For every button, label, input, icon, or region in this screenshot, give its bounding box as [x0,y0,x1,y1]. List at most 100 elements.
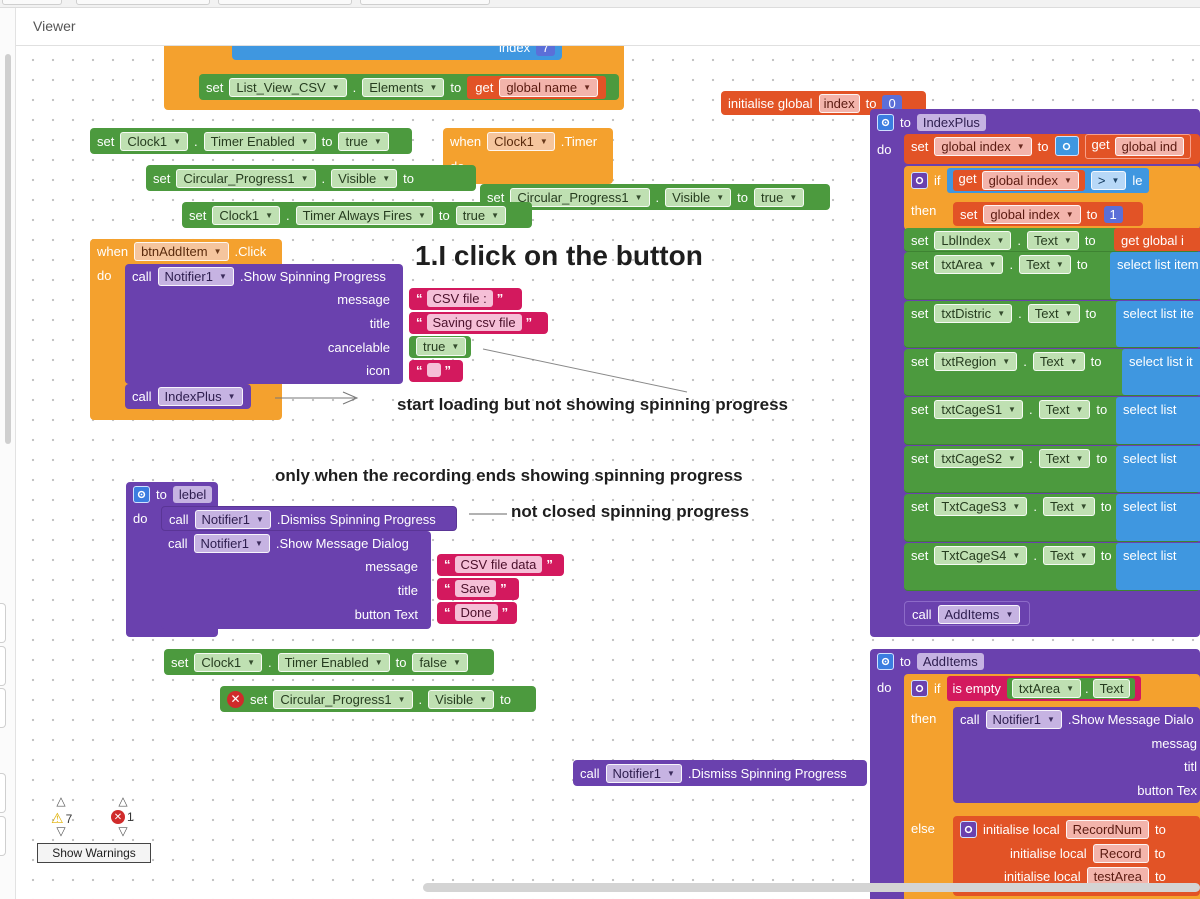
gear-icon[interactable] [877,113,894,131]
property-dropdown[interactable]: Visible▼ [331,168,398,188]
boolean-dropdown[interactable]: true▼ [416,336,467,356]
gear-icon[interactable] [960,820,977,838]
loose-dismiss-spinning-block[interactable]: call Notifier1▼ .Dismiss Spinning Progre… [573,760,867,786]
select-list-item-block[interactable]: select list [1116,397,1200,444]
operator-dropdown[interactable]: >▼ [1090,170,1127,190]
drawer-tab[interactable] [0,646,6,686]
set-component-text-block[interactable]: set TxtCageS4▼ . Text▼ to select list [904,543,1200,591]
get-variable-block[interactable]: get global name▼ [467,75,607,99]
set-circular-visible-block[interactable]: set Circular_Progress1▼ . Visible▼ to [146,165,476,191]
select-list-item-block[interactable]: select list [1116,543,1200,590]
error-icon[interactable]: ✕ [227,690,244,708]
number-value[interactable]: 1 [1103,205,1123,223]
drawer-tab[interactable] [0,816,6,856]
list-block-partial[interactable]: index 7 [232,46,562,60]
procedure-dropdown[interactable]: IndexPlus▼ [157,386,243,406]
show-message-dialog-block[interactable]: call Notifier1▼ .Show Message Dialog mes… [161,531,431,629]
initialise-local-block[interactable]: initialise local RecordNum to initialise… [953,816,1200,896]
call-additems-block[interactable]: call AddItems▼ [904,601,1030,626]
is-empty-block[interactable]: is empty txtArea▼ . Text [946,675,1142,701]
set-component-text-block[interactable]: set txtCageS1▼ . Text▼ to select list [904,397,1200,445]
set-list-view-block[interactable]: set List_View_CSV▼ . Elements▼ to get gl… [199,74,619,100]
component-dropdown[interactable]: Clock1▼ [487,131,555,151]
component-dropdown[interactable]: TxtCageS3▼ [934,496,1028,516]
button-text[interactable]: Done [454,603,498,621]
horizontal-scrollbar[interactable] [423,883,1200,892]
property-dropdown[interactable]: Text▼ [1032,351,1085,371]
procedure-dropdown[interactable]: AddItems▼ [937,604,1021,624]
boolean-dropdown[interactable]: true▼ [455,205,507,225]
gear-icon[interactable] [133,485,150,503]
component-dropdown[interactable]: Clock1▼ [120,131,189,151]
message-text[interactable]: CSV file data [454,555,543,573]
set-clock-timer-enabled-block[interactable]: set Clock1▼ . Timer Enabled▼ to true▼ [90,128,412,154]
empty-text[interactable] [426,363,441,377]
set-component-text-block[interactable]: set txtCageS2▼ . Text▼ to select list [904,446,1200,493]
component-dropdown[interactable]: btnAddItem▼ [134,241,229,261]
variable-name[interactable]: global ind [1114,136,1185,156]
text-block-dialog-button[interactable]: “Done” [437,602,517,624]
set-global-index-1-block[interactable]: set global index▼ to 1 [953,202,1143,226]
select-list-item-block[interactable]: select list [1116,494,1200,541]
set-component-text-block[interactable]: set txtDistric▼ . Text▼ to select list i… [904,301,1200,348]
set-clock-always-fires-block[interactable]: set Clock1▼ . Timer Always Fires▼ to tru… [182,202,532,228]
component-dropdown[interactable]: txtDistric▼ [934,303,1013,323]
property-dropdown[interactable]: Visible▼ [428,689,495,709]
error-up-icon[interactable]: △ [118,794,128,808]
procedure-name[interactable]: AddItems [916,652,984,670]
set-circular-visible-error-block[interactable]: ✕ set Circular_Progress1▼ . Visible▼ to [220,686,536,712]
gear-icon[interactable] [911,679,928,697]
property-dropdown[interactable]: Elements▼ [362,77,445,97]
component-dropdown[interactable]: Notifier1▼ [157,266,234,286]
blocks-workspace[interactable]: index 7 set List_View_CSV▼ . Elements▼ t… [17,46,1200,899]
property-dropdown[interactable]: Text▼ [1027,303,1080,323]
select-list-item-block[interactable]: select list item i [1110,252,1200,299]
show-warnings-button[interactable]: Show Warnings [37,843,151,863]
title-text[interactable]: Saving csv file [426,313,522,331]
boolean-dropdown[interactable]: false▼ [412,652,468,672]
component-text-block[interactable]: txtArea▼ . Text [1006,677,1136,699]
dismiss-spinning-block[interactable]: call Notifier1▼ .Dismiss Spinning Progre… [161,506,457,531]
select-list-item-block[interactable]: select list ite [1116,301,1200,347]
call-indexplus-block[interactable]: call IndexPlus▼ [125,384,251,409]
drawer-tab[interactable] [0,603,6,643]
property-name[interactable]: Text [1092,678,1131,698]
component-dropdown[interactable]: TxtCageS4▼ [934,545,1028,565]
local-variable-name[interactable]: RecordNum [1065,819,1149,839]
get-variable-block[interactable]: get global i [1114,228,1200,251]
property-dropdown[interactable]: Text▼ [1042,545,1095,565]
set-component-text-block[interactable]: set txtArea▼ . Text▼ to select list item… [904,252,1200,300]
set-component-text-block[interactable]: set txtRegion▼ . Text▼ to select list it [904,349,1200,396]
warning-down-icon[interactable]: ▽ [56,824,66,838]
warning-up-icon[interactable]: △ [56,794,66,808]
procedure-name[interactable]: IndexPlus [916,113,986,131]
message-text[interactable]: CSV file : [426,289,493,307]
gear-icon[interactable] [1054,136,1079,156]
error-down-icon[interactable]: ▽ [118,824,128,838]
variable-dropdown[interactable]: global name▼ [499,77,599,97]
property-dropdown[interactable]: Timer Always Fires▼ [295,205,433,225]
component-dropdown[interactable]: txtCageS1▼ [934,399,1023,419]
local-variable-name[interactable]: Record [1092,843,1149,863]
drawer-tab[interactable] [0,773,6,813]
component-dropdown[interactable]: Circular_Progress1▼ [176,168,316,188]
text-block-icon[interactable]: “” [409,360,463,382]
title-text[interactable]: Save [454,579,497,597]
show-message-dialog-block-2[interactable]: call Notifier1▼ .Show Message Dialo mess… [953,707,1200,803]
set-clock-enabled-false-block[interactable]: set Clock1▼ . Timer Enabled▼ to false▼ [164,649,494,675]
text-block-title[interactable]: “Saving csv file” [409,312,548,334]
gear-icon[interactable] [877,652,894,670]
component-dropdown[interactable]: Notifier1▼ [985,709,1062,729]
set-component-text-block[interactable]: set TxtCageS3▼ . Text▼ to select list [904,494,1200,542]
drawer-tab[interactable] [0,688,6,728]
index-value[interactable]: 7 [536,46,556,56]
set-circular-visible-true-block[interactable]: set Circular_Progress1▼ . Visible▼ to tr… [480,184,830,210]
local-variable-name[interactable]: testArea [1086,866,1150,886]
component-dropdown[interactable]: txtArea▼ [934,254,1004,274]
boolean-block-cancelable[interactable]: true▼ [409,336,471,358]
number-value[interactable]: 0 [882,94,902,112]
variable-dropdown[interactable]: global index▼ [934,136,1032,156]
